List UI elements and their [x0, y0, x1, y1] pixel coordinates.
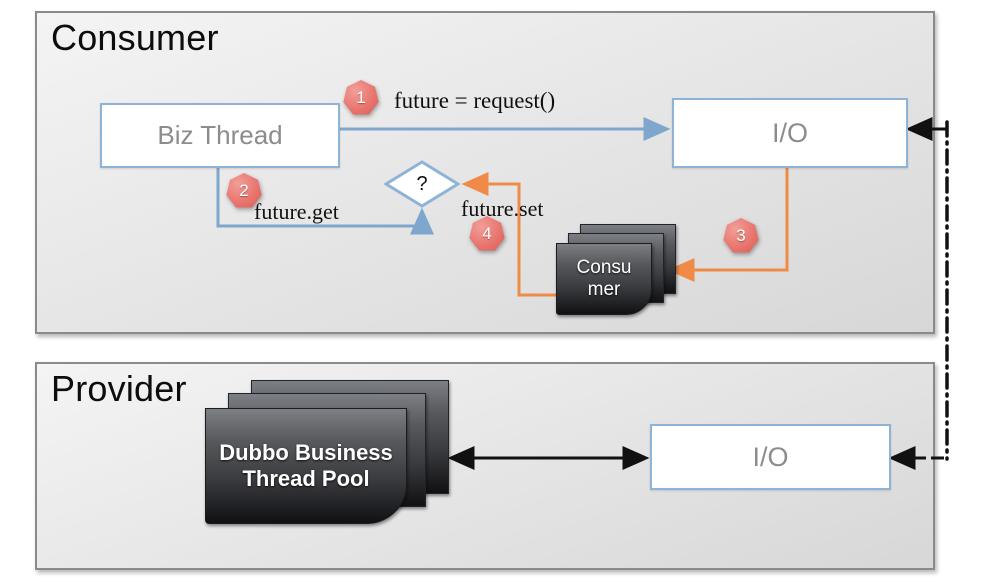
biz-thread-box[interactable]: Biz Thread — [100, 103, 340, 168]
provider-panel-title: Provider — [51, 368, 187, 409]
dubbo-thread-pool-stack[interactable]: Dubbo Business Thread Pool — [205, 380, 455, 527]
consumer-thread-stack[interactable]: Consu mer — [556, 224, 676, 316]
step-badge-1-label: 1 — [356, 88, 366, 107]
decision-diamond[interactable]: ? — [384, 160, 460, 208]
diamond-shape — [384, 160, 460, 208]
decision-label: ? — [416, 172, 428, 195]
heptagon-icon — [723, 218, 759, 253]
wire-future-set — [461, 172, 574, 297]
step-badge-2: 2 — [226, 173, 262, 209]
provider-io-box[interactable]: I/O — [650, 424, 891, 490]
consumer-io-box[interactable]: I/O — [672, 98, 908, 168]
consumer-card-line1: Consu — [576, 256, 632, 278]
step-badge-2-label: 2 — [239, 181, 249, 200]
dubbo-card-text: Dubbo Business Thread Pool — [206, 409, 406, 523]
step-badge-4: 4 — [469, 216, 505, 252]
dubbo-card-line1: Dubbo Business — [219, 440, 393, 466]
biz-thread-label: Biz Thread — [157, 120, 283, 150]
consumer-card-line2: mer — [587, 279, 621, 300]
dubbo-card-line2: Thread Pool — [242, 466, 370, 491]
step-badge-1: 1 — [343, 80, 379, 116]
label-future-set: future.set — [461, 196, 544, 221]
step-badge-4-label: 4 — [482, 224, 492, 243]
consumer-io-label: I/O — [771, 117, 808, 148]
step-badge-3-label: 3 — [736, 226, 746, 245]
step-badge-3: 3 — [723, 218, 759, 254]
heptagon-icon — [226, 173, 262, 208]
label-future-request: future = request() — [394, 88, 556, 113]
consumer-panel-title: Consumer — [51, 17, 219, 58]
wire-future-get — [216, 165, 434, 235]
heptagon-icon — [469, 216, 505, 251]
heptagon-icon — [343, 80, 379, 115]
provider-io-label: I/O — [752, 441, 789, 472]
wire-io-to-consumer — [667, 165, 789, 282]
label-future-get: future.get — [254, 199, 339, 224]
stack-card-front: Consu mer — [556, 243, 652, 315]
stack-card-front: Dubbo Business Thread Pool — [205, 408, 407, 524]
consumer-card-text: Consu mer — [557, 244, 651, 314]
